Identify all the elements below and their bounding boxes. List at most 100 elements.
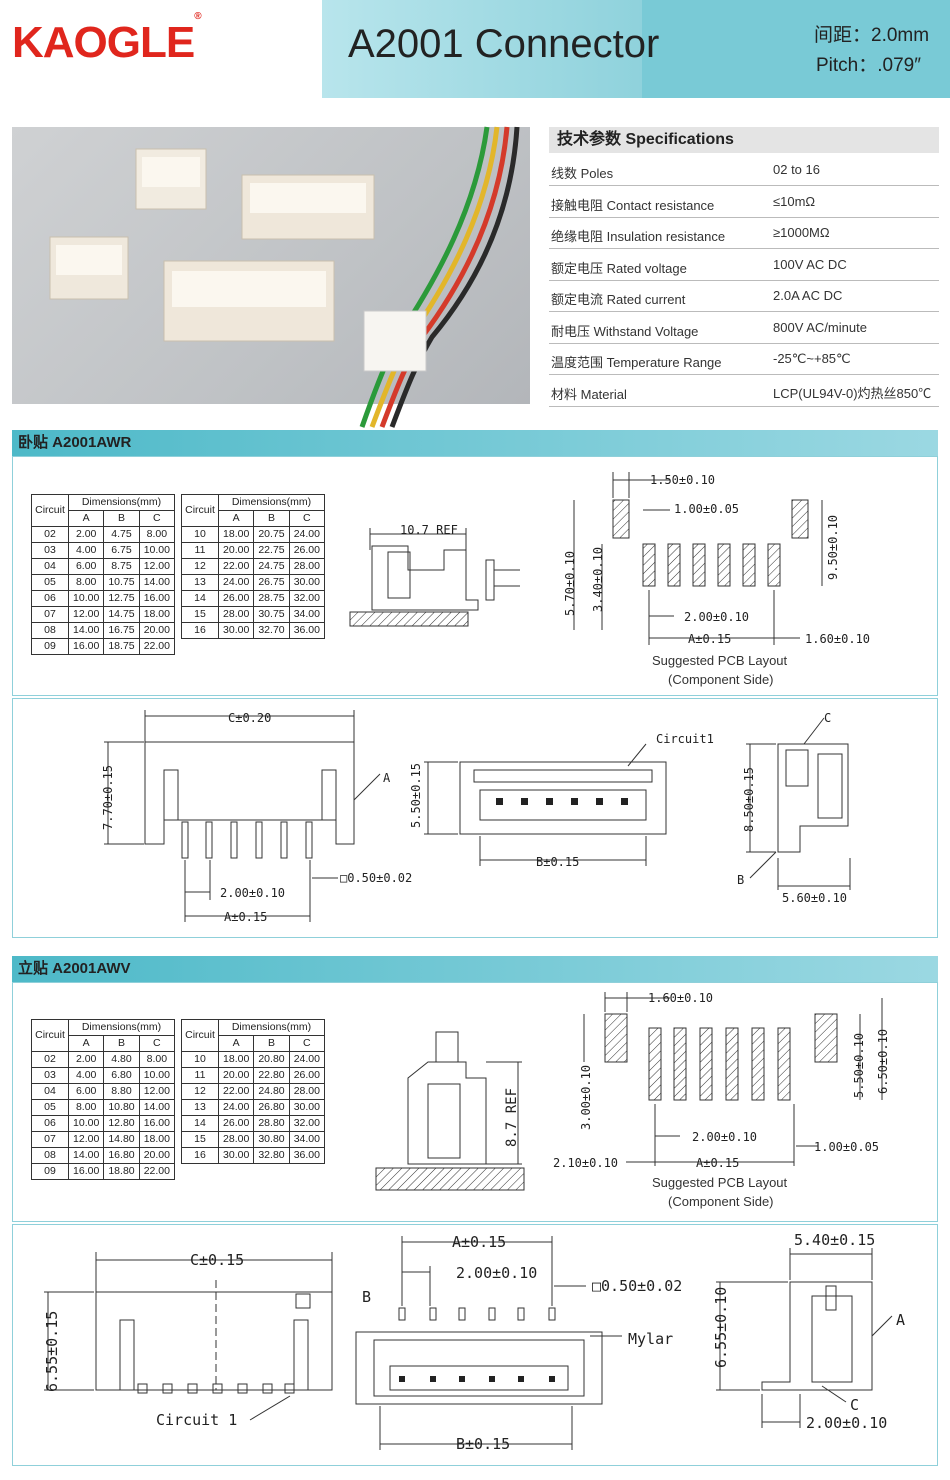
table-cell: 26.75 — [253, 574, 290, 591]
section-heading-awv: 立贴 A2001AWV — [12, 956, 938, 982]
table-cell: 30.00 — [217, 622, 255, 639]
table-cell: 07 — [31, 606, 69, 623]
awr-pcb-dim: 1.50±0.10 — [650, 473, 716, 487]
table-cell: 24.80 — [253, 1083, 290, 1100]
awv-pcb-dim: 6.50±0.10 — [876, 1028, 890, 1094]
table-cell: 6.80 — [103, 1067, 140, 1084]
table-cell: 4.00 — [67, 542, 105, 559]
table-cell: 6.00 — [67, 1083, 105, 1100]
header-title-band — [322, 0, 950, 98]
col-a: A — [67, 510, 105, 527]
table-cell: 03 — [31, 1067, 69, 1084]
table-cell: 28.80 — [253, 1115, 290, 1132]
awr-top-view-drawing — [424, 743, 667, 866]
col-c: C — [288, 1035, 326, 1052]
table-cell: 22.00 — [217, 558, 255, 575]
section-heading-awr: 卧贴 A2001AWR — [12, 430, 938, 456]
table-cell: 34.00 — [288, 606, 326, 623]
table-cell: 18.00 — [138, 606, 176, 623]
table-cell: 18.75 — [103, 638, 140, 655]
table-cell: 11 — [181, 1067, 219, 1084]
table-cell: 22.80 — [253, 1067, 290, 1084]
col-a: A — [67, 1035, 105, 1052]
table-cell: 16.00 — [67, 638, 105, 655]
table-cell: 20.80 — [253, 1051, 290, 1068]
specs-heading: 技术参数 Specifications — [549, 127, 939, 153]
table-cell: 05 — [31, 574, 69, 591]
table-cell: 10.00 — [138, 1067, 176, 1084]
table-cell: 8.00 — [138, 1051, 176, 1068]
awv-side-dim-h: 6.55±0.10 — [712, 1286, 730, 1368]
awr-side-label-c: C — [824, 711, 832, 725]
table-cell: 12.00 — [138, 1083, 176, 1100]
table-cell: 09 — [31, 1163, 69, 1180]
col-c: C — [138, 510, 176, 527]
awv-pcb-dim: 1.60±0.10 — [648, 991, 714, 1005]
table-cell: 8.80 — [103, 1083, 140, 1100]
table-cell: 14.80 — [103, 1131, 140, 1148]
table-cell: 16 — [181, 622, 219, 639]
awr-top-dim-h: 5.50±0.15 — [409, 762, 423, 828]
table-cell: 18.00 — [217, 526, 255, 543]
table-head-dims: Dimensions(mm) — [218, 494, 325, 511]
awr-pcb-dim: A±0.15 — [688, 632, 732, 646]
table-cell: 08 — [31, 622, 69, 639]
table-cell: 4.80 — [103, 1051, 140, 1068]
awr-side-label-b: B — [737, 873, 745, 887]
awv-side-label-a: A — [896, 1311, 906, 1329]
table-cell: 05 — [31, 1099, 69, 1116]
table-cell: 07 — [31, 1131, 69, 1148]
awv-top-label-mylar: Mylar — [628, 1330, 674, 1348]
col-b: B — [253, 1035, 290, 1052]
awv-side-label-c: C — [850, 1396, 860, 1414]
table-cell: 10.75 — [103, 574, 140, 591]
awv-pcb-dim: 1.00±0.05 — [814, 1140, 880, 1154]
table-cell: 26.00 — [217, 1115, 255, 1132]
table-head-dims: Dimensions(mm) — [218, 1019, 325, 1036]
table-cell: 20.00 — [217, 1067, 255, 1084]
awv-top-label-b: B — [362, 1288, 372, 1306]
col-b: B — [253, 510, 290, 527]
awr-panel-upper — [12, 456, 938, 696]
table-cell: 26.80 — [253, 1099, 290, 1116]
table-cell: 20.00 — [217, 542, 255, 559]
awv-top-dim-b: B±0.15 — [456, 1435, 511, 1453]
table-cell: 16.00 — [138, 590, 176, 607]
pitch-cn: 间距：2.0mm — [814, 25, 930, 46]
table-cell: 30.00 — [288, 574, 326, 591]
table-cell: 4.00 — [67, 1067, 105, 1084]
table-cell: 20.00 — [138, 622, 176, 639]
table-cell: 24.00 — [288, 526, 326, 543]
awv-front-view-drawing — [44, 1252, 333, 1421]
table-cell: 22.00 — [138, 1163, 176, 1180]
awr-side-dim-h: 8.50±0.15 — [742, 766, 756, 832]
table-cell: 04 — [31, 558, 69, 575]
awr-front-dim-pitch: 2.00±0.10 — [220, 886, 286, 900]
table-cell: 10.80 — [103, 1099, 140, 1116]
table-cell: 16.00 — [138, 1115, 176, 1132]
awv-pcb-caption: Suggested PCB Layout — [652, 1175, 788, 1190]
table-cell: 34.00 — [288, 1131, 326, 1148]
awr-side-profile-drawing — [349, 528, 520, 627]
table-head-dims: Dimensions(mm) — [68, 494, 175, 511]
awr-front-dim-pin: □0.50±0.02 — [340, 871, 413, 885]
table-cell: 03 — [31, 542, 69, 559]
